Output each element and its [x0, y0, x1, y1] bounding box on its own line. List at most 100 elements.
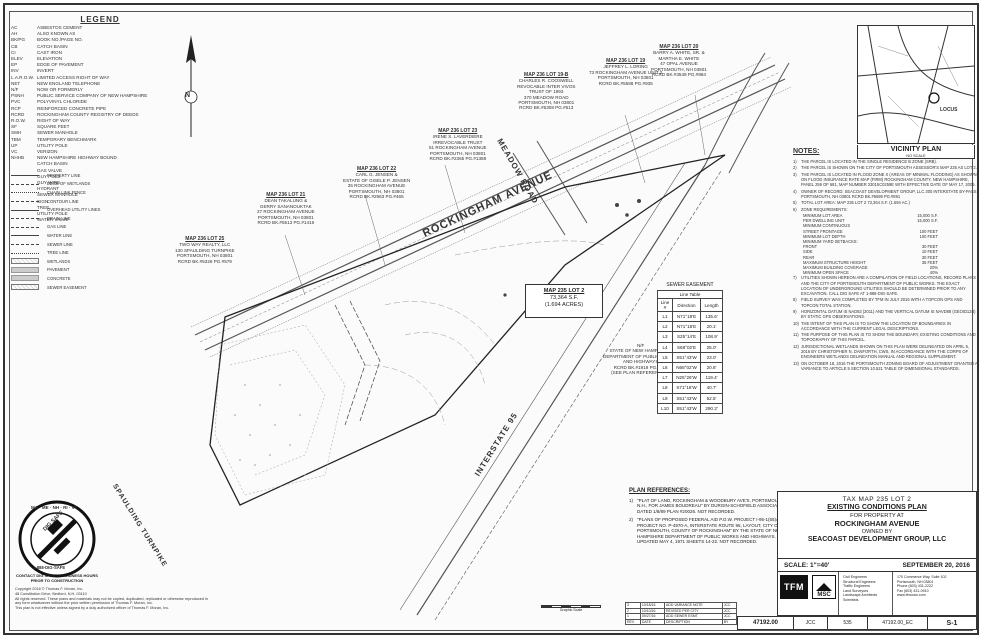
requirement-label: FRONT [803, 244, 818, 250]
notes-title: NOTES: [793, 148, 820, 155]
abutter-line: DEAN TAKALUNG & [264, 198, 308, 204]
reference-number: 2) [629, 517, 634, 522]
table-cell: L3 [657, 331, 673, 343]
requirement-label: PER DWELLING UNIT [803, 218, 845, 224]
legend-row: L.A.R.O.W.LIMITED ACCESS RIGHT OF WAY [11, 75, 189, 81]
table-cell: L6 [657, 361, 673, 374]
reference-text: "PLANS OF PROPOSED FEDERAL AID P.O.W. PR… [637, 517, 791, 544]
msc-logo: MSC [812, 575, 836, 599]
legend-abbr: PSNH [11, 93, 24, 99]
legend-desc: BOOK NO./PAGE NO. [37, 37, 83, 43]
sewer-easement: SEWER EASEMENT Line Table Line # Directi… [657, 282, 723, 414]
note-item: 3)THE PARCEL IS LOCATED IN FLOOD ZONE X … [793, 172, 977, 188]
note-text: THE PURPOSE OF THIS PLAN IS TO SHOW THE … [801, 332, 976, 343]
legend-desc: SQUARE FEET [37, 124, 70, 130]
legend-desc: WATER VALVE [37, 217, 69, 223]
abutter-line: PORTSMOUTH, NH 03801 [651, 66, 707, 72]
requirement-value: 35 FEET [921, 259, 938, 265]
contour-lines [364, 240, 606, 426]
column-header: Direction [672, 298, 701, 312]
reference-text: "PLAT OF LAND, ROCKINGHAM & WOODBURY AVE… [637, 497, 786, 514]
table-cell: 40.7' [700, 382, 723, 394]
table-cell: N71°18'E [672, 310, 701, 323]
legend-symbol-label: CONCRETE [47, 275, 71, 281]
legend-symbol-row: SEWER EASEMENT [11, 283, 187, 292]
legend-symbol-label: PAVEMENT [47, 267, 70, 273]
property-boundary [209, 154, 726, 506]
legend-desc: TREE [37, 204, 50, 210]
line-style-icon [11, 198, 39, 204]
note-number: 8) [793, 297, 797, 303]
address-line: Phone (603) 431-2222 [897, 584, 933, 589]
subject-lot-area-sf: 73,364 S.F. [549, 295, 579, 301]
owned-by-label: OWNED BY [861, 529, 893, 535]
line-style-icon [11, 275, 39, 282]
legend-desc: CATCH BASIN [37, 43, 68, 49]
line-style-icon [11, 250, 39, 256]
legend-symbol-label: WATER LINE [47, 232, 73, 238]
abutter-line: JEFFREY L. LORING [603, 64, 648, 70]
legend-symbol-row: WETLANDS [11, 257, 187, 266]
legend-symbol-row: DRAIN LINE [11, 214, 187, 223]
abutter-map-236-lot-23: MAP 236 LOT 23 IRENE S. LAVERDIERE IRREV… [429, 128, 487, 161]
legend-desc: NEW HAMPSHIRE HIGHWAY BOUND [37, 155, 117, 161]
note-text: ZONE REQUIREMENTS: [801, 206, 848, 212]
abutter-line: GERRY SANANOUKTAK [259, 203, 312, 209]
table-cell: 108.9' [700, 331, 723, 343]
legend-abbr: INV [11, 68, 19, 74]
sewer-easement-title: SEWER EASEMENT [666, 282, 714, 288]
firm-services: Civil Engineers Structural Engineers Tra… [838, 572, 892, 615]
legend-desc: UTILITY POLE [37, 142, 68, 148]
table-cell: N71°18'E [672, 321, 701, 333]
legend-abbr: VC [11, 149, 18, 155]
address-line: www.tfmoran.com [897, 593, 926, 598]
legend-desc: RIGHT OF WAY [37, 118, 71, 124]
interstate-95-road [399, 162, 722, 621]
subject-lot-map: MAP 235 LOT 2 [543, 288, 585, 294]
table-cell: L8 [657, 382, 673, 394]
service-item: Civil Engineers [843, 575, 867, 579]
locus-label: LOCUS [940, 107, 958, 113]
revision-cell: BY [721, 618, 738, 626]
abutter-line: ESTATE OF GISELE P. JENSEN [343, 177, 411, 183]
legend-desc: INVERT [37, 68, 54, 74]
drawing-date: SEPTEMBER 20, 2016 [902, 561, 970, 569]
note-item: 1)THE PARCEL IS LOCATED IN THE SINGLE RE… [793, 159, 977, 164]
line-table-title: Line Table [657, 290, 723, 298]
legend-abbr: TBM [11, 136, 21, 142]
legend-abbr: AH [11, 31, 18, 37]
abutter-map-236-lot-19b: MAP 236 LOT 19-B CHARLES R. COOSWELL REV… [517, 72, 575, 111]
line-table-header: Line # Direction Length [657, 298, 723, 312]
legend-desc: PUBLIC SERVICE COMPANY OF NEW HAMPSHIRE [37, 93, 148, 99]
legend-desc: VERIZON [37, 149, 58, 155]
legend-symbol-row: PROPERTY LINE [11, 171, 187, 180]
requirement-value: 15,000 S.F. [917, 212, 938, 218]
vicinity-map: LOCUS [857, 25, 975, 144]
tree-symbols [503, 199, 641, 297]
legend-row: GAS VALVE [11, 168, 189, 174]
abutter-line: 47 OPAL AVENUE [660, 61, 698, 67]
legend-symbol-row: SEWER LINE [11, 240, 187, 249]
notes-list: 1)THE PARCEL IS LOCATED IN THE SINGLE RE… [793, 159, 977, 212]
requirement-value: 15,000 S.F. [917, 218, 938, 224]
legend-desc: LIMITED ACCESS RIGHT OF WAY [37, 74, 110, 80]
table-cell: 52.5' [700, 392, 723, 404]
tfm-logo: TFM [780, 575, 808, 599]
wetlands-area [214, 324, 346, 496]
legend-symbol-label: SEWER LINE [47, 241, 73, 247]
legend-symbol-row: CONTOUR LINE [11, 197, 187, 206]
legend-abbr: NET [11, 80, 21, 86]
abutter-line: CARL G. JENSEN & [355, 172, 398, 178]
abutter-line: RCRD BK.#1919 PG.#486 [613, 364, 668, 370]
